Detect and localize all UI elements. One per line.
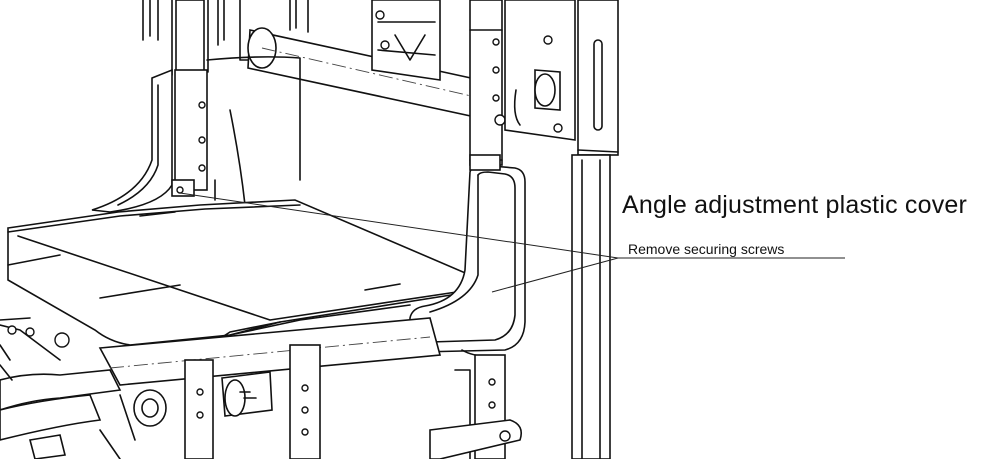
backrest-left-panel — [91, 56, 301, 213]
leader-lines — [179, 192, 845, 293]
cover-callout-label: Angle adjustment plastic cover — [622, 191, 968, 219]
leader-to-screws — [179, 192, 619, 259]
screws-callout-label: Remove securing screws — [628, 241, 785, 257]
lower-frame — [0, 317, 523, 460]
leader-to-cover — [491, 257, 619, 293]
seat-plate — [7, 199, 471, 346]
rear-frame — [142, 0, 619, 460]
